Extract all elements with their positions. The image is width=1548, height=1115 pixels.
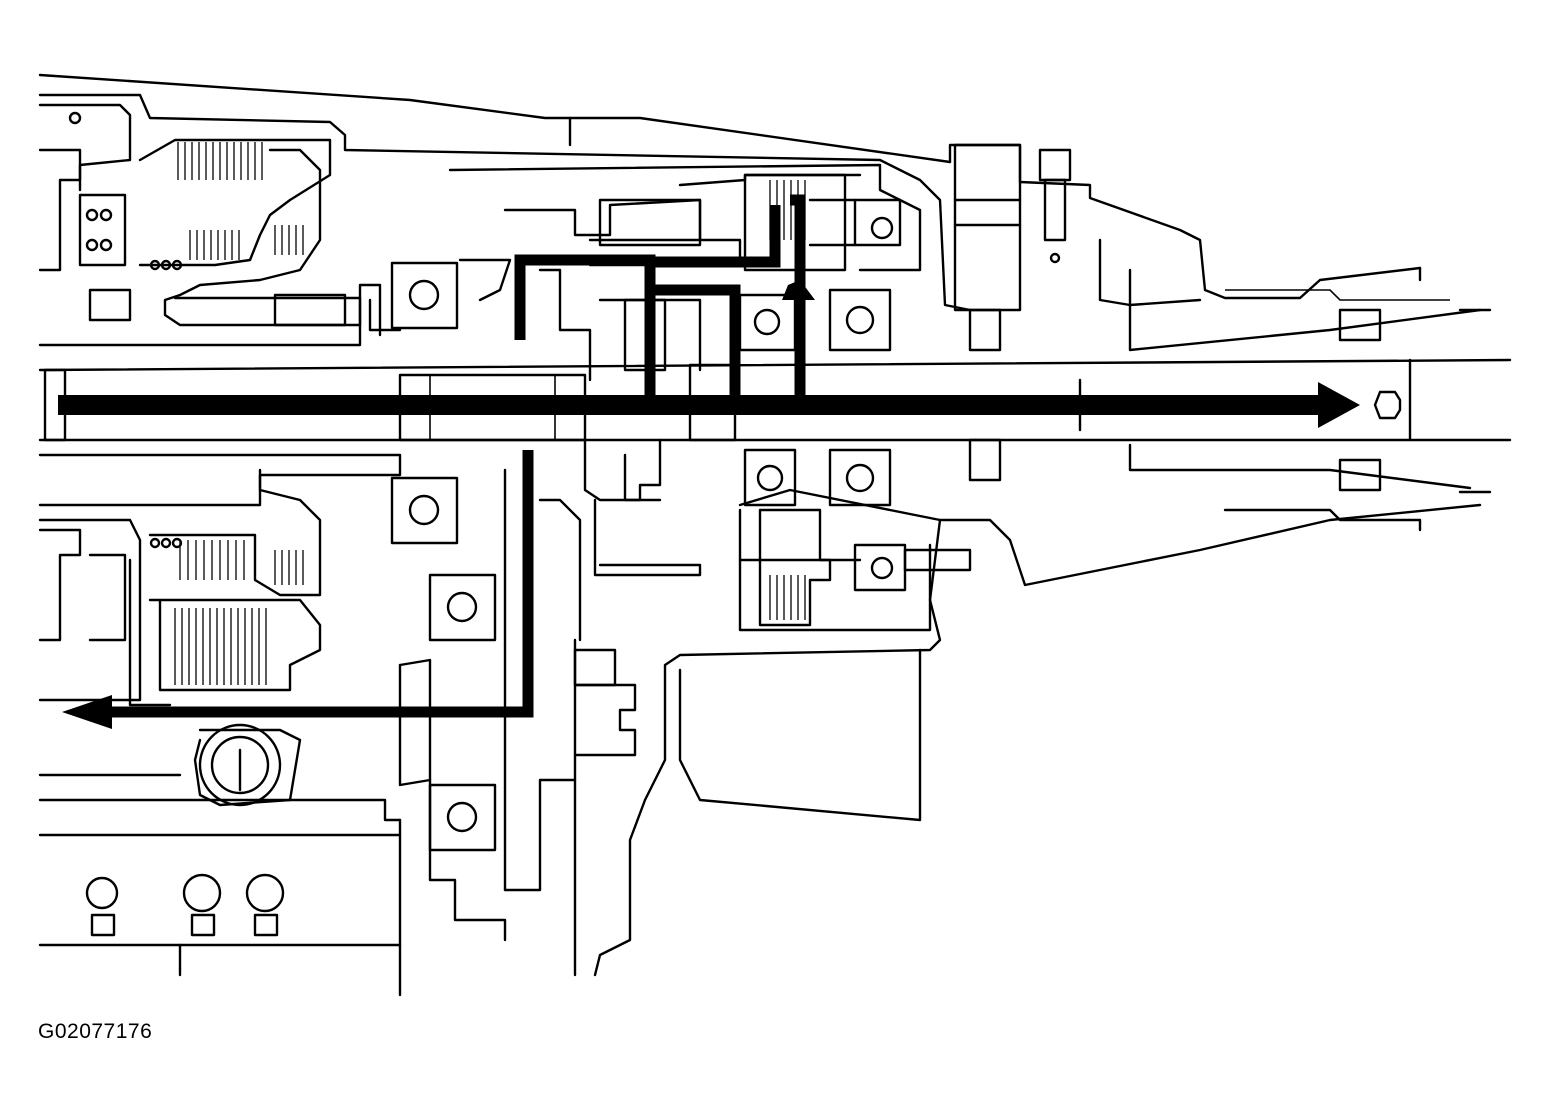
upper-housing-outline xyxy=(38,73,1482,352)
bearing-mid-lower-2 xyxy=(828,448,892,507)
lower-housing-outline xyxy=(593,443,1482,977)
power-flow-paths xyxy=(58,194,1360,729)
bearing-mid-upper-1 xyxy=(738,293,797,352)
lower-clutch-plates xyxy=(174,540,304,685)
upper-left-clutch-assembly xyxy=(38,103,382,347)
front-output-gear xyxy=(398,468,702,977)
clutch-upper-flow xyxy=(790,194,806,405)
oil-pump-housing xyxy=(38,723,402,997)
bearing-lower-1 xyxy=(390,476,459,545)
bearing-mid-lower-1 xyxy=(743,448,797,507)
bearing-upper-1 xyxy=(390,261,459,330)
figure-id-label: G02077176 xyxy=(38,1020,153,1043)
upper-clutch-plates xyxy=(177,142,304,260)
bearing-lower-right xyxy=(853,543,907,592)
central-gear-assembly xyxy=(173,163,922,502)
clutch-return-flow xyxy=(655,284,741,405)
rear-output-arrowhead xyxy=(1318,382,1360,428)
upper-transfer-flow xyxy=(514,254,656,405)
clutch-arrowhead xyxy=(782,280,815,300)
front-output-arrowhead xyxy=(62,695,112,729)
bearing-mid-upper-2 xyxy=(828,288,892,352)
bearing-lower-2 xyxy=(428,573,497,642)
mounting-bolt xyxy=(1038,148,1072,264)
lower-left-clutch-assembly xyxy=(38,453,402,707)
front-output-flow xyxy=(110,450,534,718)
right-housing-block xyxy=(953,143,1492,494)
clutch-feed-flow xyxy=(650,205,781,268)
bearing-upper-right xyxy=(853,198,902,247)
bearing-lower-3 xyxy=(428,783,497,852)
